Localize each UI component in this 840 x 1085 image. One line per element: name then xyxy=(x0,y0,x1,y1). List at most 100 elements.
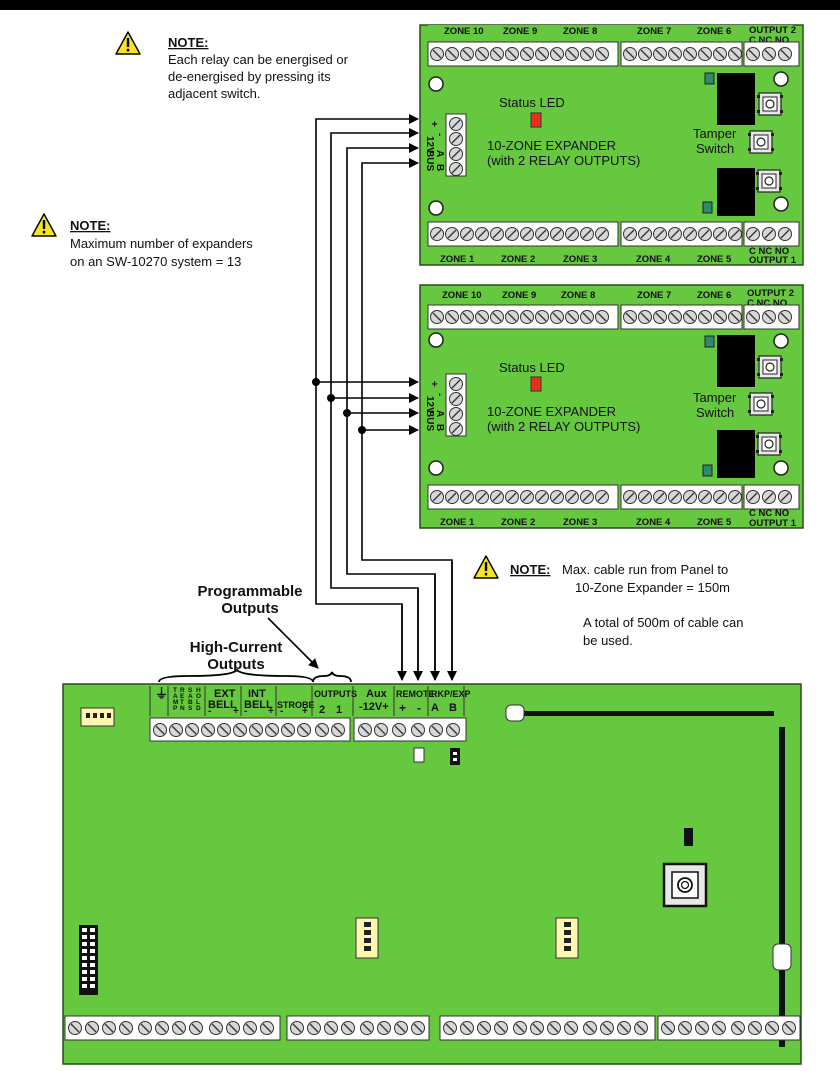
tamper-label: Tamper xyxy=(693,390,737,405)
slider-handle[interactable] xyxy=(505,704,525,722)
zone-4-label: ZONE 4 xyxy=(636,517,671,528)
output-1-label: OUTPUT 1 xyxy=(749,255,797,266)
ext-bell-plus: + xyxy=(233,706,239,717)
sabs-letter: B xyxy=(188,699,193,706)
relay-2 xyxy=(717,335,755,387)
panel-tamper-switch[interactable] xyxy=(662,862,708,908)
output-2-pins: C NC NO xyxy=(747,298,787,309)
rkp-b: B xyxy=(449,702,457,714)
aux-voltage-label: -12V+ xyxy=(359,701,389,713)
tamp-letter: R xyxy=(180,687,185,694)
warning-icon xyxy=(31,213,57,237)
bus-plus-label: + xyxy=(428,381,439,387)
relay-switch[interactable] xyxy=(756,92,784,116)
relay-1 xyxy=(717,430,755,478)
slider-handle[interactable] xyxy=(772,943,792,971)
note-cable: NOTE: Max. cable run from Panel to 10-Zo… xyxy=(473,555,743,648)
header-connector xyxy=(555,917,579,959)
output-1-number: 1 xyxy=(336,704,342,716)
warning-icon xyxy=(473,555,499,579)
bracket xyxy=(312,671,352,683)
zone-2-label: ZONE 2 xyxy=(501,254,535,265)
rkp-exp-label: RKP/EXP xyxy=(431,689,471,699)
int-bell-label: BELL xyxy=(244,699,273,711)
outputs-label: OUTPUTS xyxy=(314,689,357,699)
zone-10-label: ZONE 10 xyxy=(444,26,484,37)
note-line: 10-Zone Expander = 150m xyxy=(575,580,730,595)
output-2-label: OUTPUT 2 xyxy=(747,288,794,299)
ext-bell-label: EXT xyxy=(214,688,236,700)
aux-label: Aux xyxy=(366,688,388,700)
bus-12v-label: 12V xyxy=(424,396,435,414)
programmable-outputs-label: Outputs xyxy=(221,600,279,617)
ext-bell-label: BELL xyxy=(208,699,237,711)
note-line: on an SW-10270 system = 13 xyxy=(70,254,241,269)
pointer-arrow xyxy=(267,617,319,669)
top-zone-labels: ZONE 10 ZONE 9 ZONE 8 ZONE 7 ZONE 6 OUTP… xyxy=(428,25,796,46)
output-2-label: OUTPUT 2 xyxy=(749,25,796,36)
zone-3-label: ZONE 3 xyxy=(563,517,597,528)
status-led-label: Status LED xyxy=(499,95,565,110)
relay-switch[interactable] xyxy=(755,432,783,456)
bus-minus-label: - xyxy=(434,133,445,136)
strobe-minus: - xyxy=(280,706,283,717)
bus-a-label: A xyxy=(434,410,445,417)
terminal-labels: ⏚ T A M P R E T N S A B S H O L D EXT BE… xyxy=(155,686,471,717)
note-line: Max. cable run from Panel to xyxy=(562,562,728,577)
component xyxy=(684,828,693,846)
warning-icon xyxy=(115,31,141,55)
relay-1 xyxy=(717,168,755,216)
tamp-letter: P xyxy=(173,705,178,712)
remote-plus: + xyxy=(399,701,406,715)
shold-letter: D xyxy=(196,705,201,712)
note-line: be used. xyxy=(583,633,633,648)
relay-led xyxy=(704,72,715,85)
expander-title: 10-ZONE EXPANDER xyxy=(487,404,616,419)
wire-junctions xyxy=(312,378,366,434)
sabs-letter: A xyxy=(188,693,193,700)
note-label: NOTE: xyxy=(70,218,110,233)
zone-6-label: ZONE 6 xyxy=(697,290,731,301)
strobe-plus: + xyxy=(302,706,308,717)
zone-10-label: ZONE 10 xyxy=(442,290,482,301)
bus-minus-label: - xyxy=(434,393,445,396)
note-line: Each relay can be energised or xyxy=(168,52,349,67)
zone-9-label: ZONE 9 xyxy=(503,26,537,37)
note-line: adjacent switch. xyxy=(168,86,261,101)
relay-switch[interactable] xyxy=(756,355,784,379)
shold-letter: H xyxy=(196,687,201,694)
relay-led xyxy=(702,201,713,214)
cable-slot xyxy=(512,711,774,716)
mounting-hole xyxy=(428,76,444,92)
mounting-hole xyxy=(773,196,789,212)
connector xyxy=(80,707,115,727)
expander-subtitle: (with 2 RELAY OUTPUTS) xyxy=(487,419,640,434)
int-bell-label: INT xyxy=(248,688,266,700)
relay-led xyxy=(702,464,713,477)
mounting-hole xyxy=(773,333,789,349)
high-current-label: Outputs xyxy=(207,656,265,673)
note-label: NOTE: xyxy=(510,562,550,577)
zone-5-label: ZONE 5 xyxy=(697,254,732,265)
tamper-label: Tamper xyxy=(693,126,737,141)
mounting-hole xyxy=(428,460,444,476)
tamper-switch[interactable] xyxy=(747,392,775,416)
shold-letter: O xyxy=(196,693,201,700)
expander-board-2: ZONE 10 ZONE 9 ZONE 8 ZONE 7 ZONE 6 OUTP… xyxy=(419,284,804,529)
relay-switch[interactable] xyxy=(755,169,783,193)
zone-8-label: ZONE 8 xyxy=(563,26,597,37)
zone-1-label: ZONE 1 xyxy=(440,517,475,528)
mounting-hole xyxy=(773,460,789,476)
tamp-letter: E xyxy=(180,693,185,700)
tamper-switch[interactable] xyxy=(747,130,775,154)
bus-a-label: A xyxy=(434,150,445,157)
int-bell-plus: + xyxy=(268,706,274,717)
ext-bell-minus: - xyxy=(208,706,211,717)
zone-7-label: ZONE 7 xyxy=(637,290,671,301)
note-max-expanders: NOTE: Maximum number of expanders on an … xyxy=(31,213,253,269)
cable-slot xyxy=(779,727,785,1047)
tamper-label: Switch xyxy=(696,405,734,420)
expander-subtitle: (with 2 RELAY OUTPUTS) xyxy=(487,153,640,168)
tamper-label: Switch xyxy=(696,141,734,156)
